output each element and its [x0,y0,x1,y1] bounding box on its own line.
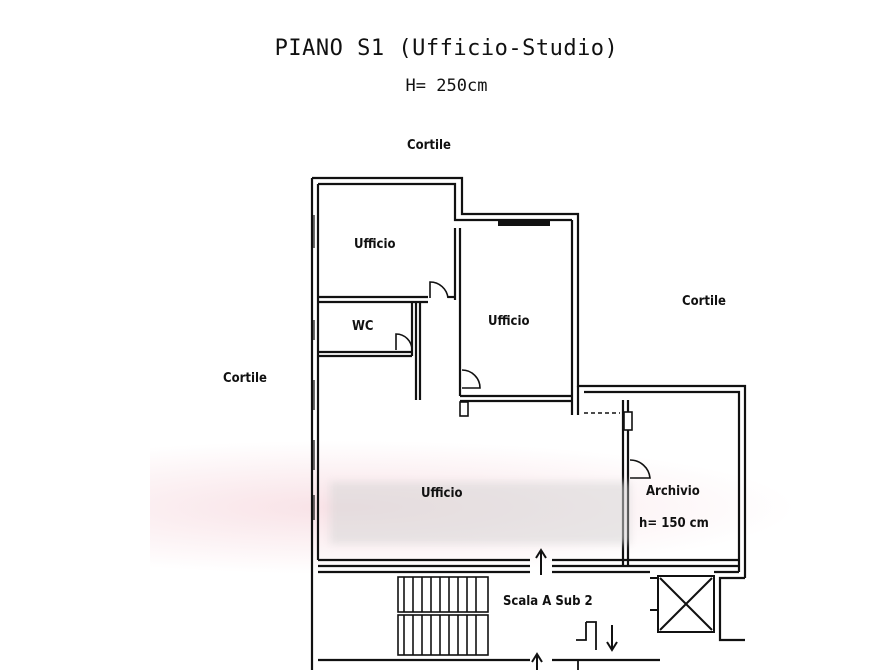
plan-title: PIANO S1 (Ufficio-Studio) [274,36,619,61]
label-cortile-left: Cortile [223,371,267,386]
label-ufficio-top-right: Ufficio [488,314,530,329]
label-cortile-right: Cortile [682,294,726,309]
label-archivio-height: h= 150 cm [639,516,709,531]
label-cortile-top: Cortile [407,138,451,153]
label-ufficio-top-left: Ufficio [354,237,396,252]
label-wc: WC [352,319,374,334]
label-archivio: Archivio [646,484,700,499]
label-scala: Scala A Sub 2 [503,594,593,609]
plan-height-note: H= 250cm [405,76,488,96]
label-ufficio-main: Ufficio [421,486,463,501]
